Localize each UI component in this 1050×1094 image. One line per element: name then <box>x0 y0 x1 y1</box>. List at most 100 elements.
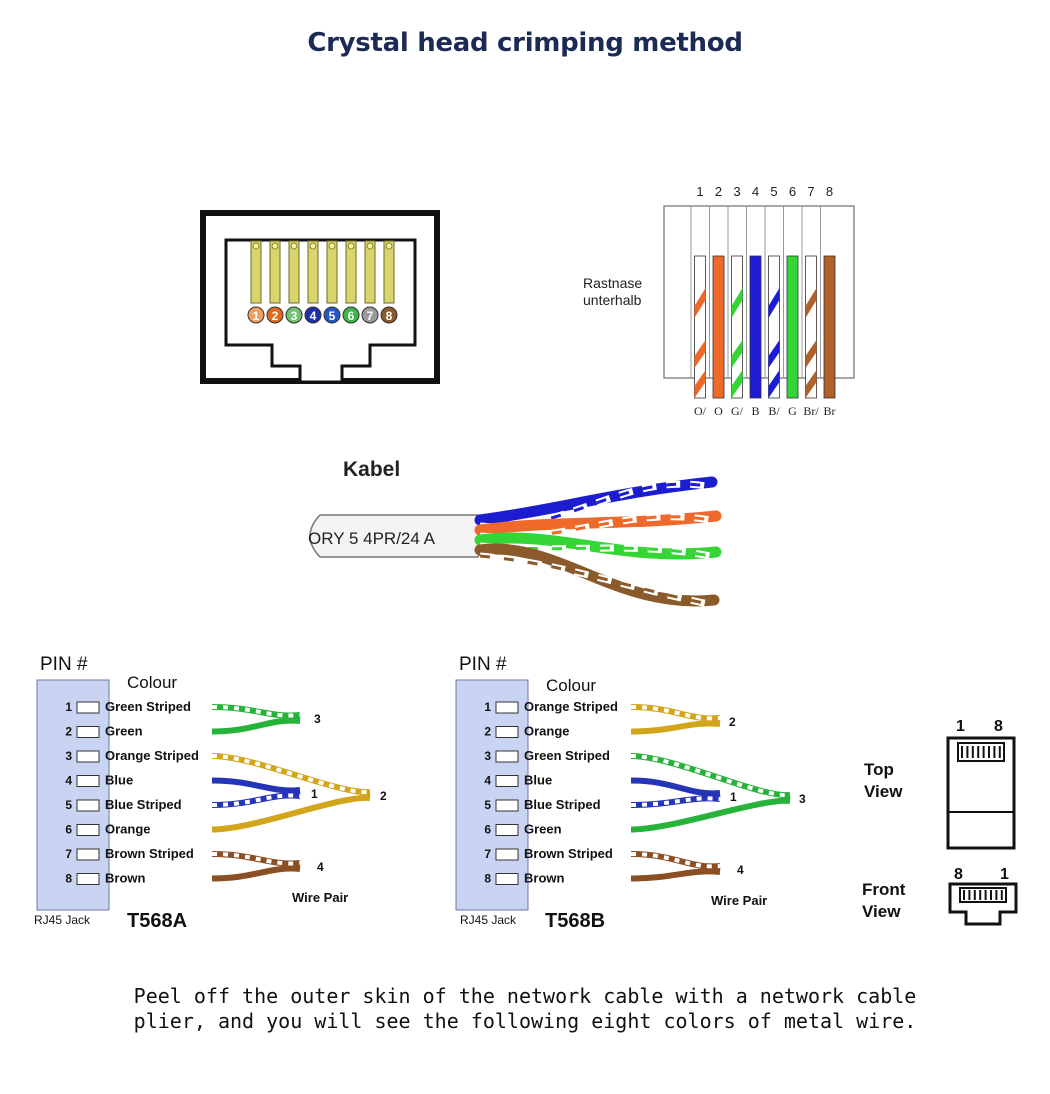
top-pin-right: 8 <box>994 718 1003 735</box>
connector-pin-number: 4 <box>752 184 759 199</box>
connector-wire-code: B/ <box>768 404 780 418</box>
t568a-pin-slot <box>76 726 100 738</box>
socket-pin <box>364 240 376 304</box>
t568b-wire <box>630 753 791 799</box>
t568b-jack-label: RJ45 Jack <box>460 913 517 927</box>
socket-pin <box>326 240 338 304</box>
t568b-colour-label: Blue Striped <box>524 797 601 812</box>
t568a-pin-number: 8 <box>65 872 72 886</box>
connector-wire-code: O <box>714 404 723 418</box>
cable-jacket-text: ORY 5 4PR/24 A <box>308 529 436 548</box>
t568a-pair-number: 1 <box>311 787 318 801</box>
t568a-jack-label: RJ45 Jack <box>34 913 91 927</box>
connector-wire-solid <box>823 255 836 399</box>
t568a-colour-label: Green <box>105 724 143 739</box>
t568b-pair-number: 2 <box>729 715 736 729</box>
t568a-colour-label: Orange <box>105 822 151 837</box>
connector-wire-stripe <box>805 340 817 368</box>
caption-line-1: Peel off the outer skin of the network c… <box>133 984 917 1008</box>
socket-pin-tip <box>347 242 355 250</box>
t568b-colour-label: Green Striped <box>524 748 610 763</box>
t568a-wire <box>211 794 371 833</box>
t568a-pin-slot <box>76 701 100 714</box>
t568a-pin-slot <box>76 799 100 812</box>
connector-wire-code: G <box>788 404 797 418</box>
t568a-wire-stripe <box>211 705 301 718</box>
t568a-colour-label: Orange Striped <box>105 748 199 763</box>
t568b-wire-stripe <box>630 796 721 807</box>
socket-pin-tip <box>328 242 336 250</box>
t568a-pin-number: 3 <box>65 749 72 763</box>
socket-pin <box>307 240 319 304</box>
socket-pin-number: 4 <box>310 309 317 323</box>
t568a-pin-number: 6 <box>65 823 72 837</box>
t568a-pin-number: 4 <box>65 774 72 788</box>
connector-wire-stripe <box>731 288 743 318</box>
connector-wire-stripe <box>731 340 743 368</box>
caption: Peel off the outer skin of the network c… <box>0 984 1050 1034</box>
t568b-wire-pair-label: Wire Pair <box>711 893 767 908</box>
socket-pin-number: 2 <box>272 309 279 323</box>
socket-pin-tip <box>385 242 393 250</box>
connector-pin-number: 2 <box>715 184 722 199</box>
t568a-pin-number: 5 <box>65 798 72 812</box>
caption-line-2: plier, and you will see the following ei… <box>133 1009 917 1033</box>
connector-wire-striped <box>694 255 706 399</box>
t568a-pin-slot <box>76 873 100 885</box>
socket-pin-tip <box>252 242 260 250</box>
t568a-wire <box>211 717 301 735</box>
connector-pin-number: 5 <box>770 184 777 199</box>
t568b-pair-number: 3 <box>799 792 806 806</box>
t568a-wire <box>211 777 301 794</box>
t568a-colour-header: Colour <box>127 673 177 692</box>
socket-pin-number: 1 <box>253 309 260 323</box>
connector-wire-solid <box>749 255 762 399</box>
t568b-colour-header: Colour <box>546 676 596 695</box>
connector-wire-code: B <box>751 404 759 418</box>
t568a-pin-slot <box>76 750 100 763</box>
t568b-pin-number: 8 <box>484 872 491 886</box>
socket-pin-number: 7 <box>367 309 374 323</box>
t568a-colour-label: Brown Striped <box>105 846 194 861</box>
socket-pin-tip <box>309 242 317 250</box>
socket-pin <box>250 240 262 304</box>
connector-pin-number: 1 <box>696 184 703 199</box>
t568b-pin-number: 5 <box>484 798 491 812</box>
t568a-colour-label: Blue <box>105 773 133 788</box>
t568b-pin-number: 1 <box>484 700 491 714</box>
front-view-label-1: Front <box>862 880 906 899</box>
connector-wire-solid <box>786 255 799 399</box>
t568b-pin-slot <box>495 701 519 714</box>
socket-pin-number-badge <box>266 306 284 324</box>
t568a-pin-slot <box>76 775 100 787</box>
socket-pin-number: 6 <box>348 309 355 323</box>
t568a-pin-slot <box>76 848 100 861</box>
t568a-wire-stripe <box>211 793 301 807</box>
t568a-pin-number: 7 <box>65 847 72 861</box>
top-view-label-2: View <box>864 782 903 801</box>
t568b-colour-label: Brown <box>524 871 565 886</box>
connector-wire-solid <box>712 255 725 399</box>
connector-wire-stripe <box>805 288 817 318</box>
t568b-colour-label: Brown Striped <box>524 846 613 861</box>
t568a-colour-label: Blue Striped <box>105 797 182 812</box>
front-pin-left: 8 <box>954 866 963 883</box>
socket-pin <box>383 240 395 304</box>
t568b-pin-slot <box>495 775 519 787</box>
top-pin-left: 1 <box>956 718 965 735</box>
connector-wire-striped <box>768 255 780 399</box>
socket-pin-number: 3 <box>291 309 298 323</box>
t568a-colour-label: Green Striped <box>105 699 191 714</box>
t568a-pair-number: 3 <box>314 712 321 726</box>
t568b-wire <box>630 720 721 735</box>
socket-pin <box>288 240 300 304</box>
page-title: Crystal head crimping method <box>307 28 743 58</box>
socket-pin-tip <box>290 242 298 250</box>
t568b-wire <box>630 777 721 797</box>
t568b-colour-label: Blue <box>524 773 552 788</box>
socket-pin-number-badge <box>285 306 303 324</box>
connector-wire-stripe <box>768 370 780 398</box>
